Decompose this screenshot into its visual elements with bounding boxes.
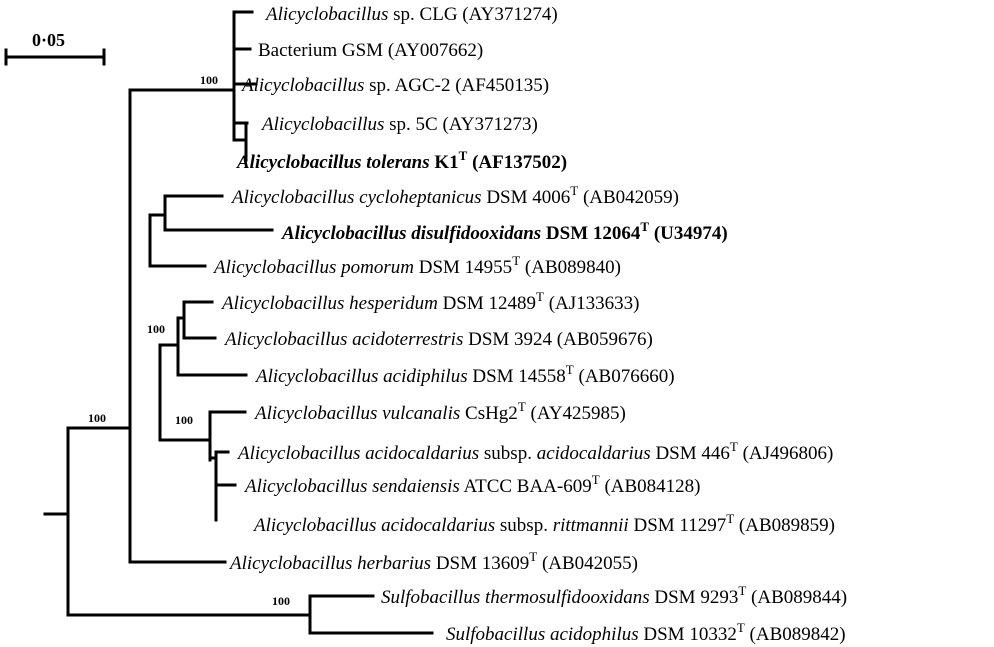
taxon-detail: (AB089840) <box>520 257 621 278</box>
taxon-detail: DSM 12489 <box>438 293 536 314</box>
type-strain-mark: T <box>737 620 745 635</box>
taxon-detail: DSM 3924 (AB059676) <box>463 329 652 350</box>
scale-bar-label: 0·05 <box>32 30 65 50</box>
taxon-detail: (U34974) <box>649 223 728 244</box>
type-strain-mark: T <box>730 439 738 454</box>
taxon-detail: DSM 10332 <box>639 624 737 645</box>
taxon-detail: DSM 12064 <box>541 223 641 244</box>
taxon-detail: DSM 14955 <box>414 257 512 278</box>
type-strain-mark: T <box>536 289 544 304</box>
taxon-detail: DSM 14558 <box>468 366 566 387</box>
taxon-detail: sp. 5C (AY371273) <box>384 114 537 135</box>
taxon-detail: CsHg2 <box>460 403 518 424</box>
taxon-label: Alicyclobacillus disulfidooxidans DSM 12… <box>281 219 728 244</box>
taxon-label: Alicyclobacillus acidoterrestris DSM 392… <box>223 329 653 350</box>
taxon-detail: (AB089842) <box>745 624 846 645</box>
taxon-label: Alicyclobacillus sp. CLG (AY371274) <box>264 4 558 25</box>
type-strain-mark: T <box>518 399 526 414</box>
bootstrap-value: 100 <box>147 322 165 336</box>
taxon-name: Sulfobacillus thermosulfidooxidans <box>381 587 650 608</box>
scale-bar: 0·05 <box>4 30 106 66</box>
taxon-detail: (AY425985) <box>526 403 626 424</box>
taxon-label: Sulfobacillus acidophilus DSM 10332T (AB… <box>446 620 846 645</box>
taxon-detail: (AB042059) <box>578 187 679 208</box>
taxon-detail: (AB042055) <box>537 553 638 574</box>
taxon-detail: DSM 11297 <box>629 515 726 536</box>
taxon-detail: (AF137502) <box>467 152 567 173</box>
taxon-detail: subsp. <box>495 515 553 536</box>
taxon-detail: sp. AGC-2 (AF450135) <box>364 75 549 96</box>
taxon-name: Alicyclobacillus vulcanalis <box>253 403 460 424</box>
taxon-label: Alicyclobacillus sp. AGC-2 (AF450135) <box>240 75 549 96</box>
bootstrap-values: 100 100 100 100 100 <box>88 73 290 608</box>
taxon-name: Alicyclobacillus <box>264 4 388 25</box>
taxon-detail: DSM 9293 <box>650 587 739 608</box>
type-strain-mark: T <box>512 253 520 268</box>
taxon-labels: Alicyclobacillus sp. CLG (AY371274) Bact… <box>212 4 847 645</box>
taxon-detail: (AJ496806) <box>738 443 834 464</box>
taxon-detail: subsp. <box>479 443 537 464</box>
taxon-label: Alicyclobacillus tolerans K1T (AF137502) <box>236 148 567 173</box>
taxon-label: Alicyclobacillus cycloheptanicus DSM 400… <box>230 183 679 208</box>
taxon-name: Alicyclobacillus hesperidum <box>220 293 438 314</box>
taxon-detail: (AB089859) <box>734 515 835 536</box>
taxon-name: Alicyclobacillus acidoterrestris <box>223 329 463 350</box>
type-strain-mark: T <box>570 183 578 198</box>
type-strain-mark: T <box>738 583 746 598</box>
taxon-detail: DSM 13609 <box>431 553 529 574</box>
bootstrap-value: 100 <box>88 411 106 425</box>
tree-branches <box>43 10 434 635</box>
taxon-detail: Bacterium GSM (AY007662) <box>258 40 483 61</box>
taxon-name: rittmannii <box>553 515 629 536</box>
taxon-label: Alicyclobacillus sendaiensis ATCC BAA-60… <box>243 472 701 497</box>
taxon-label: Alicyclobacillus sp. 5C (AY371273) <box>260 114 538 135</box>
taxon-name: Alicyclobacillus sendaiensis <box>243 476 460 497</box>
taxon-name: Sulfobacillus acidophilus <box>446 624 639 645</box>
bootstrap-value: 100 <box>200 73 218 87</box>
taxon-name: Alicyclobacillus tolerans <box>236 152 430 173</box>
taxon-name: acidocaldarius <box>537 443 651 464</box>
taxon-name: Alicyclobacillus disulfidooxidans <box>281 223 541 244</box>
taxon-label: Alicyclobacillus acidocaldarius subsp. a… <box>236 439 833 464</box>
bootstrap-value: 100 <box>175 413 193 427</box>
taxon-label: Sulfobacillus thermosulfidooxidans DSM 9… <box>381 583 847 608</box>
taxon-name: Alicyclobacillus herbarius <box>228 553 431 574</box>
taxon-detail: sp. CLG (AY371274) <box>388 4 557 25</box>
taxon-label: Alicyclobacillus vulcanalis CsHg2T (AY42… <box>253 399 626 424</box>
taxon-name: Alicyclobacillus cycloheptanicus <box>230 187 482 208</box>
taxon-label: Alicyclobacillus acidiphilus DSM 14558T … <box>254 362 675 387</box>
type-strain-mark: T <box>640 219 649 234</box>
taxon-name: Alicyclobacillus pomorum <box>212 257 414 278</box>
taxon-label: Alicyclobacillus pomorum DSM 14955T (AB0… <box>212 253 621 278</box>
taxon-name: Alicyclobacillus <box>260 114 384 135</box>
type-strain-mark: T <box>566 362 574 377</box>
bootstrap-value: 100 <box>272 594 290 608</box>
type-strain-mark: T <box>459 148 468 163</box>
taxon-detail: DSM 446 <box>651 443 730 464</box>
taxon-name: Alicyclobacillus acidocaldarius <box>252 515 495 536</box>
taxon-detail: (AB084128) <box>600 476 701 497</box>
taxon-detail: (AJ133633) <box>544 293 640 314</box>
taxon-label: Bacterium GSM (AY007662) <box>258 40 483 61</box>
taxon-name: Alicyclobacillus acidiphilus <box>254 366 468 387</box>
taxon-label: Alicyclobacillus acidocaldarius subsp. r… <box>252 511 835 536</box>
taxon-label: Alicyclobacillus hesperidum DSM 12489T (… <box>220 289 639 314</box>
taxon-label: Alicyclobacillus herbarius DSM 13609T (A… <box>228 549 638 574</box>
taxon-detail: (AB076660) <box>574 366 675 387</box>
type-strain-mark: T <box>529 549 537 564</box>
taxon-detail: ATCC BAA-609 <box>460 476 592 497</box>
taxon-detail: K1 <box>430 152 459 173</box>
taxon-detail: (AB089844) <box>746 587 847 608</box>
type-strain-mark: T <box>726 511 734 526</box>
taxon-detail: DSM 4006 <box>482 187 571 208</box>
taxon-name: Alicyclobacillus <box>240 75 364 96</box>
taxon-name: Alicyclobacillus acidocaldarius <box>236 443 479 464</box>
type-strain-mark: T <box>592 472 600 487</box>
